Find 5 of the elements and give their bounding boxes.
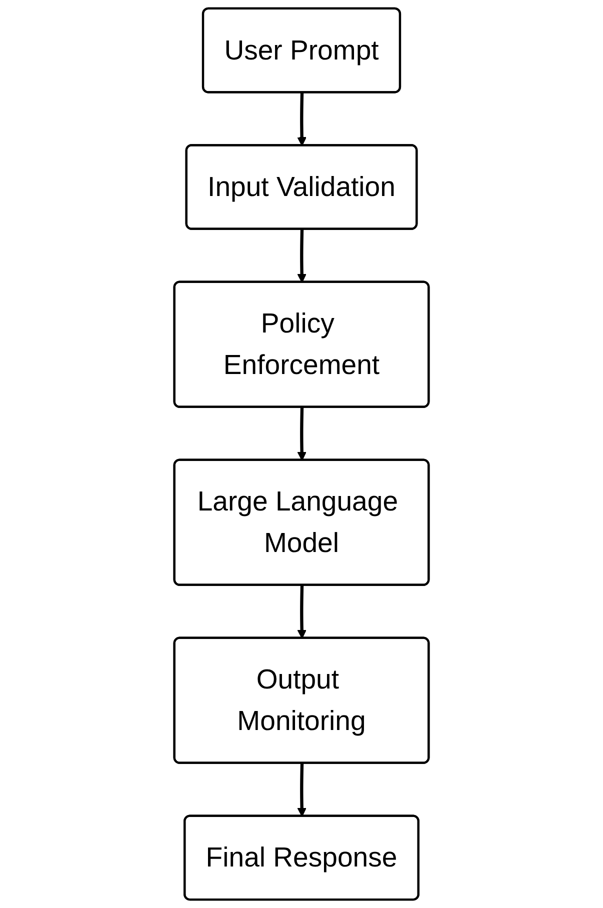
arrow [297,229,307,283]
arrow [297,763,307,817]
arrow [297,407,307,461]
arrow [297,92,307,146]
arrow [297,585,307,639]
